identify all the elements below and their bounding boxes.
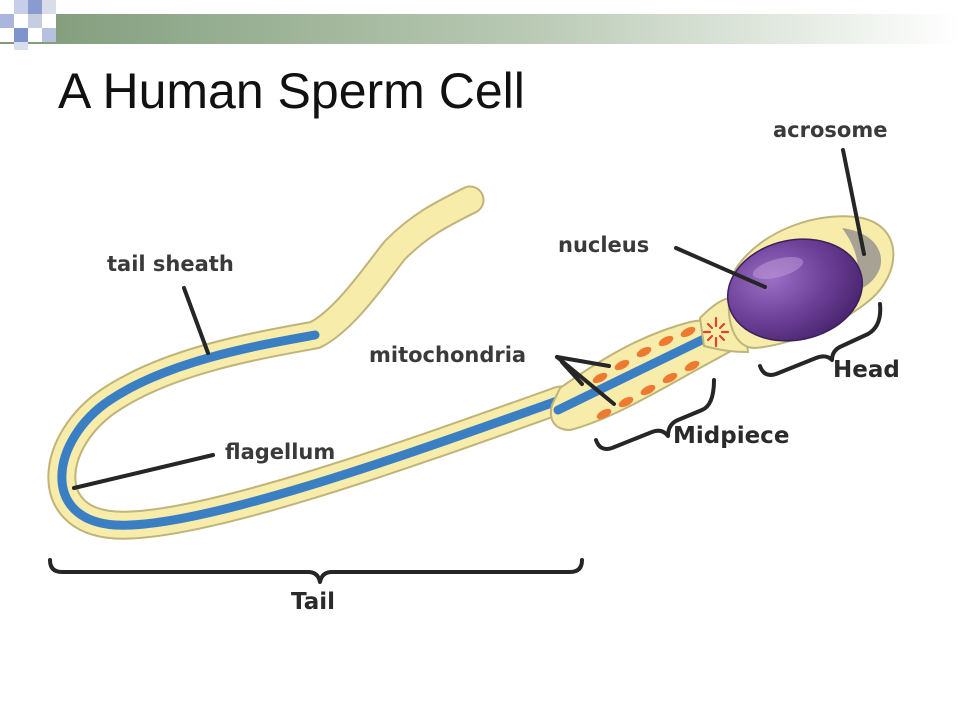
nucleus-pointer: [674, 246, 767, 289]
flagellum-pointer: [72, 453, 215, 490]
nucleus-label: nucleus: [558, 233, 650, 257]
acrosome-label: acrosome: [773, 118, 888, 142]
tail: [47, 185, 575, 540]
midpiece-section-label: Midpiece: [673, 423, 790, 449]
acrosome-cap: [842, 228, 882, 292]
mitochondrion: [592, 372, 608, 384]
mitochondrion: [614, 359, 630, 371]
tail-sheath-pointer: [182, 286, 210, 355]
head-section-label: Head: [833, 357, 900, 383]
tail-section-label: Tail: [291, 589, 336, 615]
slide-title: A Human Sperm Cell: [58, 63, 525, 119]
head-bracket: [758, 302, 883, 377]
mitochondrion: [640, 384, 656, 396]
acrosome-pointer: [841, 148, 866, 256]
mitochondrion: [684, 360, 700, 372]
mitochondrion: [618, 396, 634, 408]
midpiece-bracket: [594, 378, 716, 451]
centriole: [702, 316, 730, 348]
flagellum-label: flagellum: [225, 440, 336, 464]
leader-lines: [72, 148, 866, 490]
midpiece-axial-filament: [553, 333, 711, 415]
mitochondrion: [662, 372, 678, 384]
mitochondria-pointer-upper: [555, 355, 611, 368]
mitochondrion: [680, 326, 696, 338]
title-decoration-bar: [0, 0, 960, 50]
tail-bracket: [48, 558, 584, 584]
midpiece: [550, 318, 744, 432]
tail-sheath-label: tail sheath: [107, 252, 234, 276]
mitochondria-pointer-mid: [560, 360, 584, 386]
mitochondrion: [658, 335, 674, 347]
head: [726, 215, 895, 350]
flagellum-core: [57, 330, 565, 530]
mitochondrion: [636, 346, 652, 358]
nucleus-body: [726, 238, 864, 342]
nucleus-highlight: [752, 257, 804, 279]
mitochondria-cluster: [592, 326, 700, 420]
section-brackets: [48, 302, 883, 584]
mitochondria-label: mitochondria: [369, 343, 527, 367]
mitochondrion: [596, 408, 612, 420]
